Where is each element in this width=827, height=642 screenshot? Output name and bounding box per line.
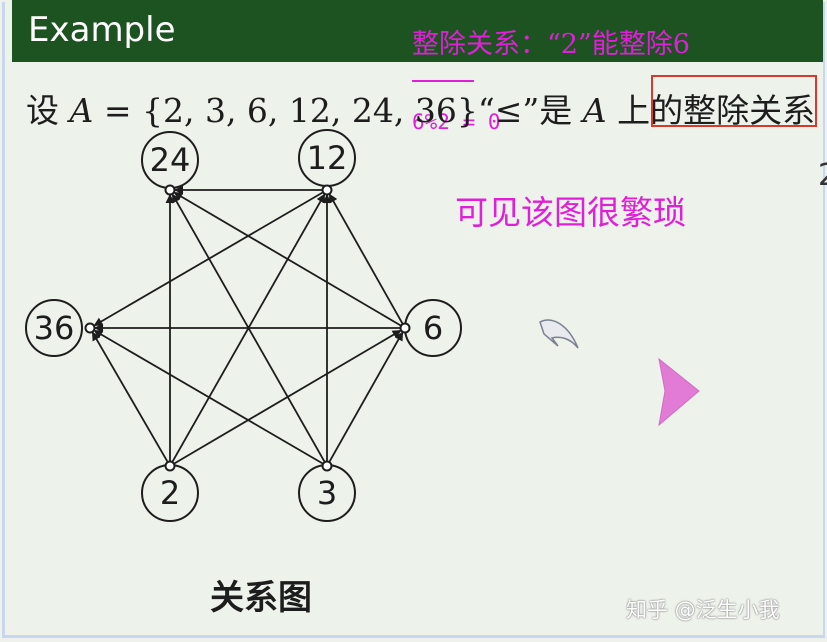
statement-highlight: 整除关系 (683, 91, 816, 130)
vertex-3 (321, 460, 333, 472)
problem-statement: 设 A = {2, 3, 6, 12, 24, 36}“≤”是 A 上的整除关系 (26, 84, 815, 132)
graph-caption: 关系图 (210, 578, 312, 618)
highlight-box (651, 75, 817, 127)
statement-prefix: 设 (26, 91, 70, 130)
header-title: Example (28, 10, 176, 50)
edge-mark: 2 (818, 158, 827, 193)
annotation-underline (412, 80, 474, 82)
statement-set: = {2, 3, 6, 12, 24, 36} (93, 91, 478, 130)
self-loop-36 (25, 299, 83, 357)
cursor-icon (539, 319, 579, 349)
annotation-line2: 6%2 = 0 (412, 110, 501, 134)
edge-12-to-36 (93, 191, 324, 327)
edge-2-to-36 (91, 331, 169, 463)
node-label-24: 24 (150, 141, 191, 179)
node-24: 24 (141, 131, 199, 196)
annotation-line1: 整除关系：“2”能整除6 (412, 29, 690, 60)
statement-mid: 是 (539, 91, 583, 130)
node-3: 3 (298, 460, 356, 522)
node-12: 12 (298, 129, 356, 196)
annotation-comment: 可见该图很繁琐 (455, 193, 686, 232)
slide-header: Example (12, 0, 823, 62)
statement-suffix: 上的 (606, 91, 684, 130)
node-label-3: 3 (317, 474, 337, 512)
node-36: 36 (25, 299, 96, 357)
statement-var-a2: A (582, 91, 607, 130)
node-label-2: 2 (160, 474, 180, 512)
node-label-36: 36 (34, 309, 75, 347)
vertex-24 (164, 184, 176, 196)
edge-6-to-24 (173, 191, 403, 327)
node-label-12: 12 (307, 139, 348, 177)
node-label-6: 6 (423, 309, 443, 347)
edge-6-to-12 (328, 193, 404, 325)
statement-var-a: A (69, 91, 94, 130)
statement-relation: “≤” (477, 91, 540, 130)
edge-3-to-6 (328, 331, 404, 463)
node-2: 2 (141, 460, 199, 522)
watermark: 知乎 @泛生小我 (626, 598, 780, 622)
next-arrow-icon[interactable] (655, 355, 705, 430)
vertex-2 (164, 460, 176, 472)
node-6: 6 (399, 299, 462, 357)
edge-3-to-36 (93, 329, 324, 465)
vertex-36 (84, 322, 96, 334)
vertex-6 (399, 322, 411, 334)
vertex-12 (321, 184, 333, 196)
